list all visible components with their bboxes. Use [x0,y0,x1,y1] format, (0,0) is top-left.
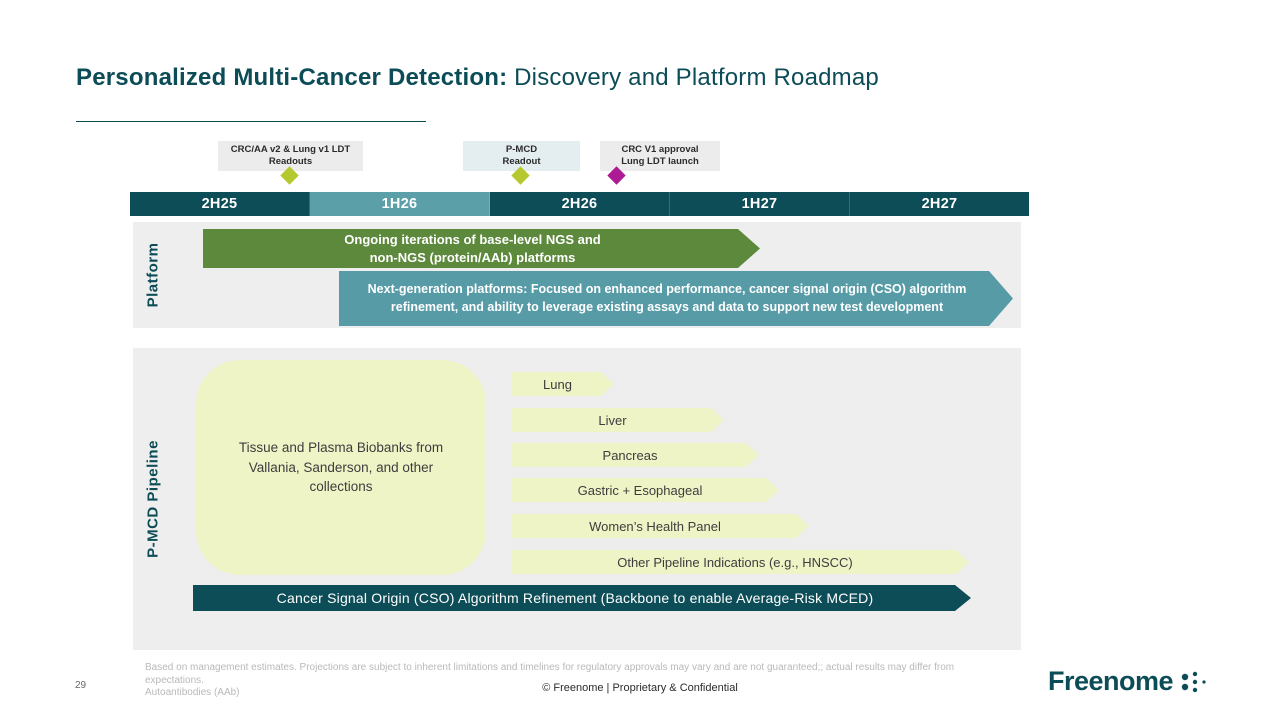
footer-disclaimer: Based on management estimates. Projectio… [145,662,955,686]
milestone-crc-approval-lung-launch: CRC V1 approval Lung LDT launch [600,141,720,171]
platform-ngs-arrow: Ongoing iterations of base-level NGS and… [203,229,760,268]
milestone-label-line2: Readout [502,156,541,167]
timeline-period-2h27: 2H27 [850,192,1029,216]
pipeline-indication-lung: Lung [511,372,614,396]
pipeline-indication-other: Other Pipeline Indications (e.g., HNSCC) [511,550,969,574]
pipeline-indication-womens-health: Women’s Health Panel [511,514,809,538]
title-underline [76,121,426,122]
milestone-label-line1: P-MCD [505,143,538,155]
pipeline-indication-gastric-esophageal: Gastric + Esophageal [511,478,779,502]
title-bold: Personalized Multi-Cancer Detection: [76,64,508,91]
footer-confidential: © Freenome | Proprietary & Confidential [542,682,738,694]
platform-nextgen-arrow: Next-generation platforms: Focused on en… [339,271,1013,326]
milestone-label-line2: Readouts [268,156,313,167]
milestone-pmcd-readout: P-MCD Readout [463,141,580,171]
timeline-period-2h26: 2H26 [490,192,670,216]
cso-refinement-arrow: Cancer Signal Origin (CSO) Algorithm Ref… [193,585,971,611]
platform-section-label: Platform [144,242,162,308]
ngs-arrow-line2: non-NGS (protein/AAb) platforms [369,249,576,265]
footer-note: Autoantibodies (AAb) [145,687,240,698]
pipeline-section-label: P-MCD Pipeline [144,440,162,558]
pipeline-indication-liver: Liver [511,408,724,432]
milestone-crc-lung-readouts: CRC/AA v2 & Lung v1 LDT Readouts [218,141,363,171]
timeline-bar: 2H25 1H26 2H26 1H27 2H27 [130,192,1029,216]
freenome-logo-text: Freenome [1048,666,1174,696]
milestone-label-line1: CRC V1 approval [621,143,699,155]
biobank-box: Tissue and Plasma Biobanks from Vallania… [196,360,486,575]
pipeline-indication-pancreas: Pancreas [511,443,759,467]
milestone-label-line1: CRC/AA v2 & Lung v1 LDT [230,143,351,155]
ngs-arrow-line1: Ongoing iterations of base-level NGS and [344,231,601,247]
timeline-period-1h26: 1H26 [310,192,490,216]
biobank-box-text: Tissue and Plasma Biobanks from Vallania… [238,440,444,495]
freenome-dots-icon [1181,671,1206,692]
freenome-logo: Freenome [1048,666,1213,697]
nextgen-arrow-text: Next-generation platforms: Focused on en… [367,282,967,314]
timeline-period-1h27: 1H27 [670,192,850,216]
timeline-period-2h25: 2H25 [130,192,310,216]
page-title: Personalized Multi-Cancer Detection: Dis… [76,64,879,92]
title-regular: Discovery and Platform Roadmap [507,64,879,91]
page-number: 29 [75,680,87,691]
milestone-label-line2: Lung LDT launch [621,156,699,167]
